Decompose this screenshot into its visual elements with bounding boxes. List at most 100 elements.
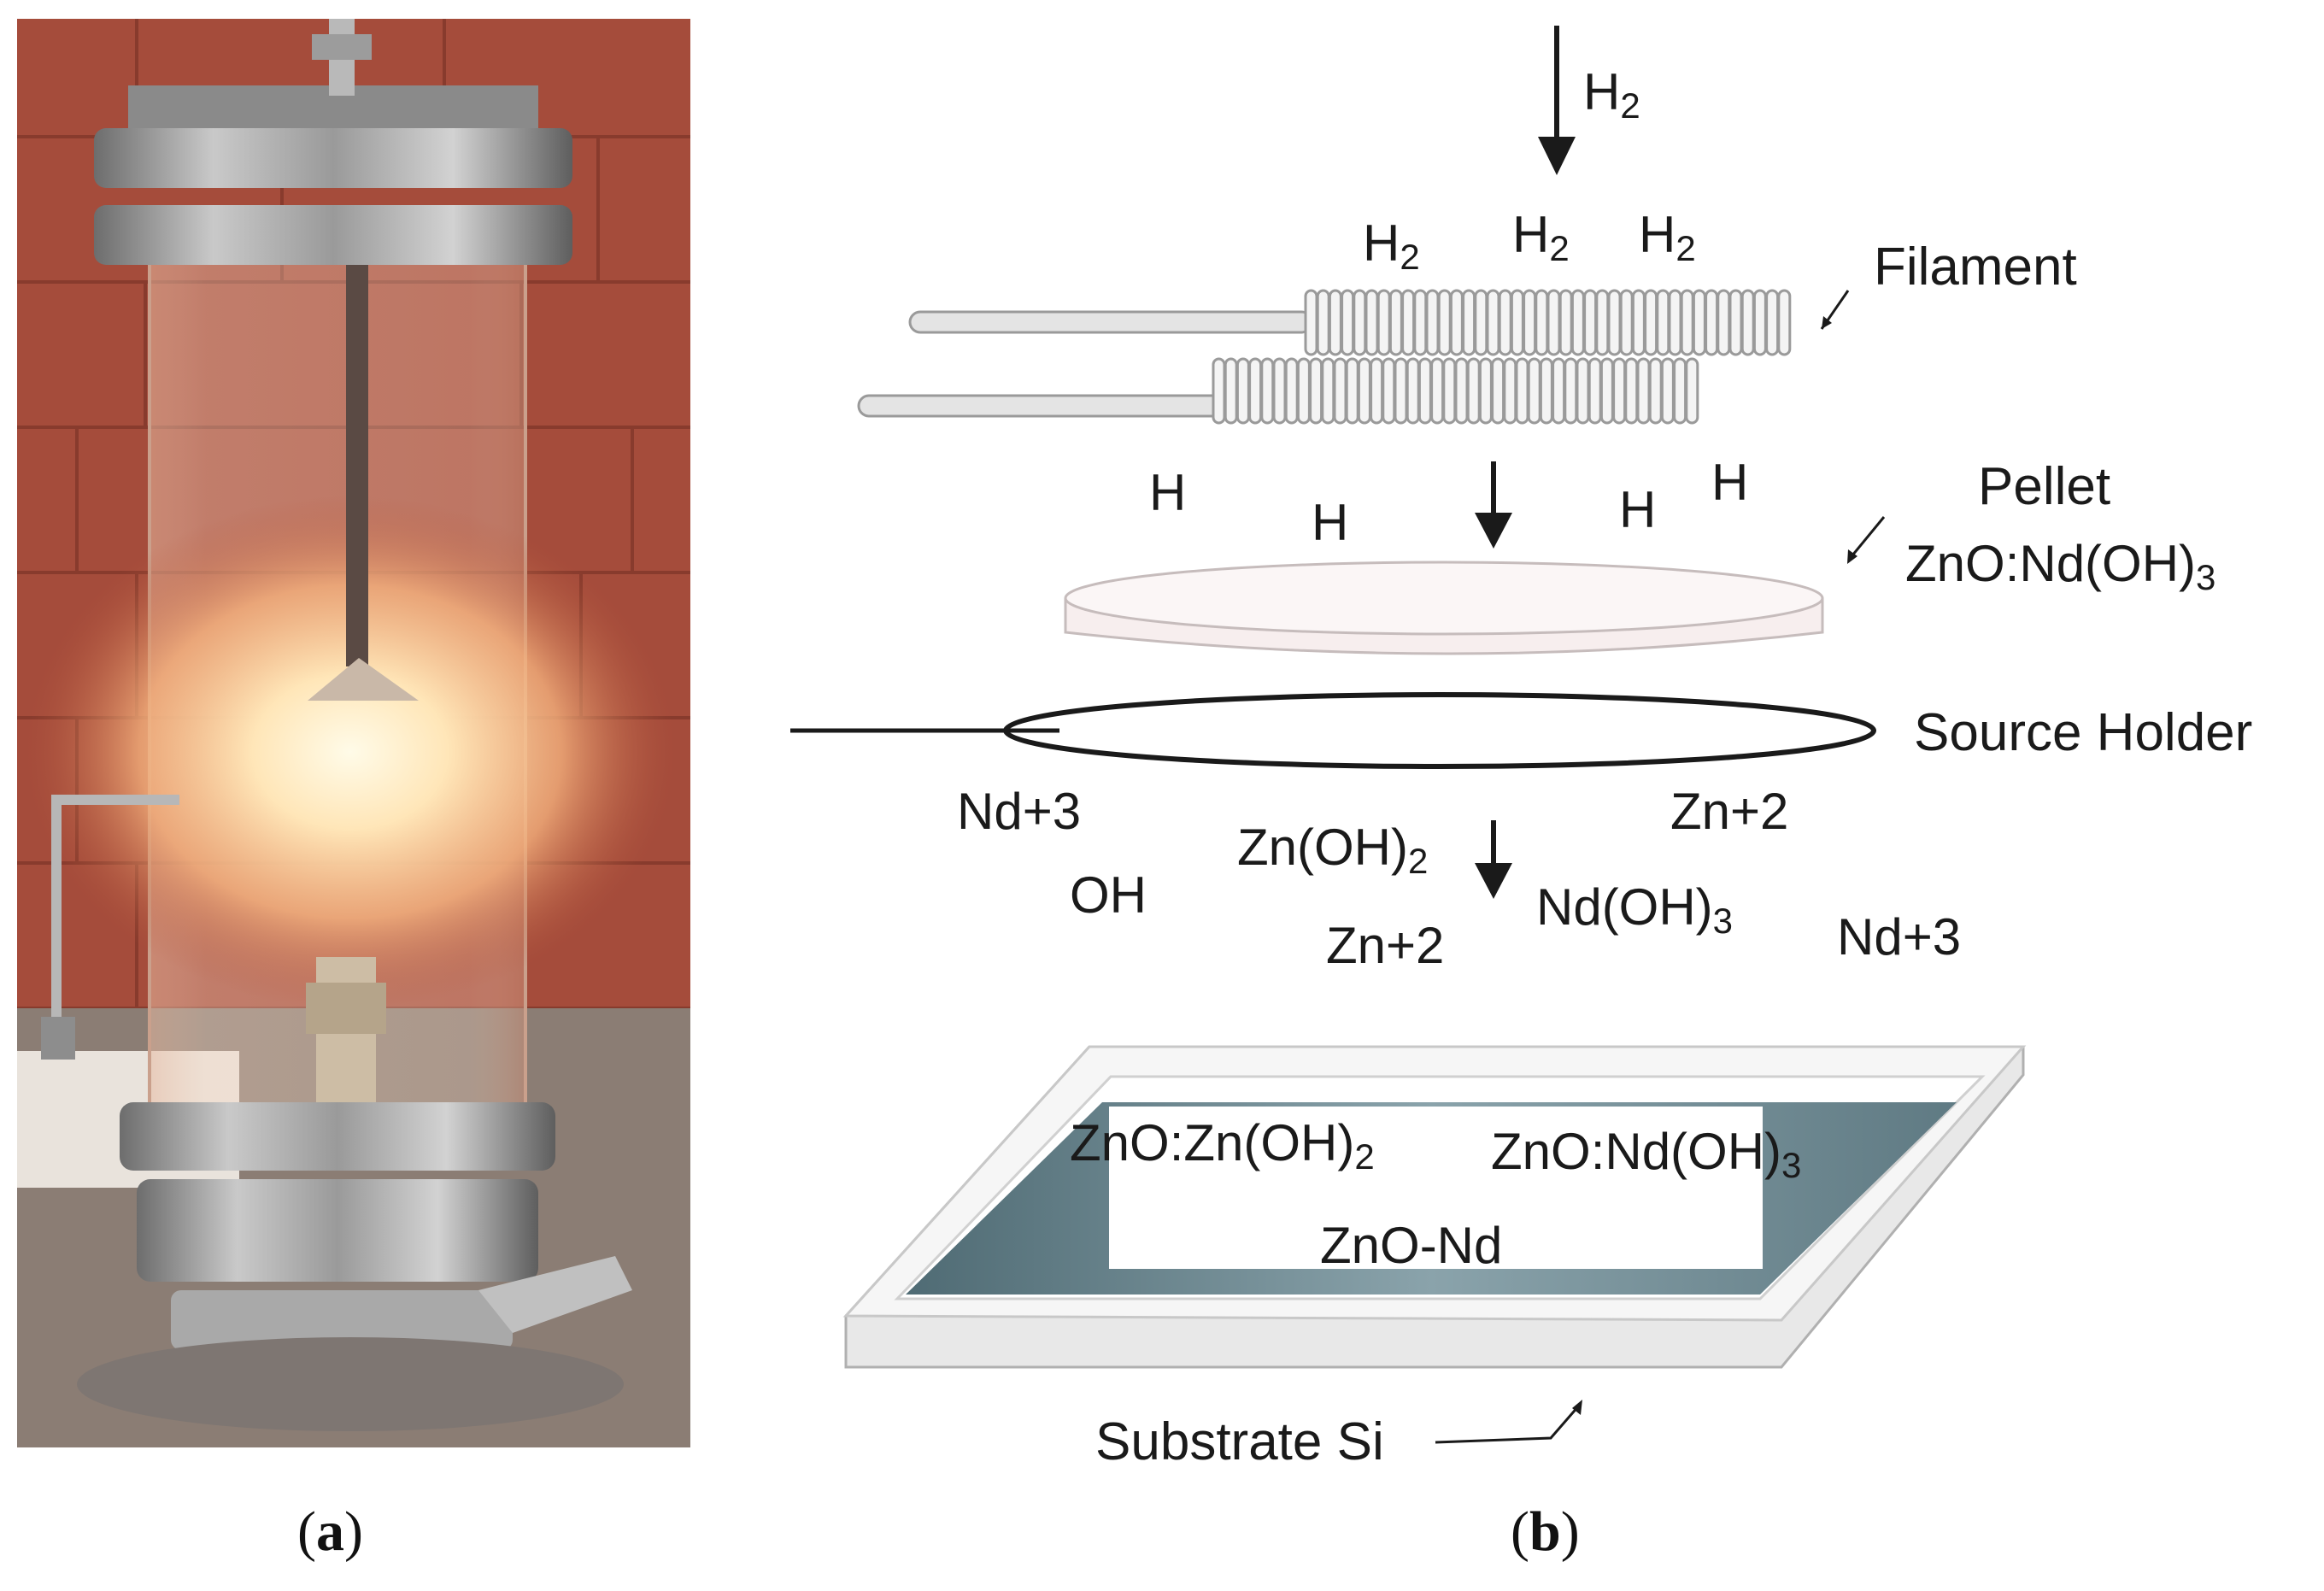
filament-coil bbox=[1673, 357, 1687, 425]
pellet-pointer bbox=[1851, 516, 1886, 556]
filament-coil bbox=[1272, 357, 1287, 425]
filament-coil bbox=[1401, 289, 1416, 356]
filament-coil bbox=[1636, 357, 1651, 425]
filament-coil bbox=[1437, 289, 1452, 356]
label-zn2-right: Zn+2 bbox=[1670, 783, 1788, 840]
panel-a-label: (a) bbox=[297, 1500, 363, 1565]
filament-coil bbox=[1364, 289, 1379, 356]
filament-coil bbox=[1486, 289, 1500, 356]
filament-coil bbox=[1224, 357, 1238, 425]
label-h2-c: H2 bbox=[1639, 206, 1696, 268]
label-substrate: Substrate Si bbox=[1095, 1412, 1384, 1471]
panel-a-close: ) bbox=[343, 1500, 363, 1563]
filament-coil bbox=[1284, 357, 1299, 425]
clamp-handle bbox=[478, 1256, 632, 1333]
filament-coil bbox=[1341, 289, 1355, 356]
filament-coil bbox=[1309, 357, 1323, 425]
filament-coil bbox=[1296, 357, 1311, 425]
label-pellet-formula: ZnO:Nd(OH)3 bbox=[1905, 535, 2215, 597]
filament-coil bbox=[1740, 289, 1755, 356]
filament bbox=[857, 289, 1792, 425]
panel-b-letter: b bbox=[1529, 1500, 1561, 1563]
filament-coil bbox=[1370, 357, 1384, 425]
filament-coil bbox=[1570, 289, 1585, 356]
filament-coil bbox=[1478, 357, 1493, 425]
filament-coil bbox=[1631, 289, 1646, 356]
filament-coil bbox=[1321, 357, 1335, 425]
filament-coil bbox=[1454, 357, 1469, 425]
panel-b-label: (b) bbox=[1511, 1500, 1580, 1565]
center-rod bbox=[346, 265, 368, 666]
panel-a-open: ( bbox=[297, 1500, 316, 1563]
label-source-holder: Source Holder bbox=[1914, 703, 2252, 762]
substrate-pointer-head bbox=[1572, 1400, 1582, 1415]
label-zn-oh2: Zn(OH)2 bbox=[1237, 819, 1428, 881]
filament-coil bbox=[1466, 357, 1481, 425]
filament-coil bbox=[1235, 357, 1250, 425]
source-holder-ring bbox=[1003, 692, 1876, 769]
side-gas-line bbox=[51, 803, 62, 1034]
filament-coil bbox=[1595, 289, 1610, 356]
filament-coil bbox=[1449, 289, 1464, 356]
filament-coil bbox=[1656, 289, 1670, 356]
filament-coil bbox=[1583, 289, 1598, 356]
filament-coil bbox=[1564, 357, 1578, 425]
filament-coil bbox=[1462, 289, 1476, 356]
side-gas-line-top bbox=[51, 795, 179, 805]
film-label-box bbox=[1109, 1107, 1763, 1269]
label-h-3: H bbox=[1619, 481, 1656, 538]
label-film-zno-nd: ZnO-Nd bbox=[1320, 1217, 1502, 1274]
panel-b-close: ) bbox=[1560, 1500, 1580, 1563]
pellet bbox=[1064, 561, 1824, 655]
filament-coil bbox=[1425, 289, 1440, 356]
filament-coil bbox=[1680, 289, 1694, 356]
filament-coil bbox=[1527, 357, 1541, 425]
filament-coil bbox=[1474, 289, 1488, 356]
filament-coil bbox=[1607, 289, 1622, 356]
filament-coil bbox=[1587, 357, 1602, 425]
species-arrowhead bbox=[1475, 863, 1512, 899]
label-h-1: H bbox=[1149, 464, 1186, 521]
filament-coil bbox=[1442, 357, 1457, 425]
filament-coil bbox=[1765, 289, 1780, 356]
filament-coil bbox=[1668, 289, 1682, 356]
label-zn2-center: Zn+2 bbox=[1326, 917, 1444, 974]
filament-coil bbox=[1558, 289, 1573, 356]
bottom-flange-2 bbox=[137, 1179, 538, 1282]
filament-coil bbox=[1388, 289, 1403, 356]
filament-coil bbox=[1260, 357, 1275, 425]
label-film-nd-oh3: ZnO:Nd(OH)3 bbox=[1491, 1123, 1801, 1185]
filament-coil bbox=[1413, 289, 1428, 356]
filament-coil bbox=[1752, 289, 1767, 356]
substrate-pointer bbox=[1435, 1405, 1581, 1444]
label-h2-a: H2 bbox=[1363, 214, 1420, 277]
kf-clamp bbox=[171, 1290, 513, 1350]
filament-coil bbox=[1644, 289, 1658, 356]
filament-coil bbox=[1406, 357, 1420, 425]
filament-coil bbox=[1535, 289, 1549, 356]
filament-coil bbox=[1612, 357, 1627, 425]
top-flange bbox=[94, 128, 572, 188]
source-cone bbox=[308, 658, 419, 701]
filament-coil bbox=[1316, 289, 1330, 356]
bottom-flange bbox=[120, 1102, 555, 1171]
filament-coil bbox=[1648, 357, 1663, 425]
filament-coil bbox=[1777, 289, 1792, 356]
filament-coil bbox=[1692, 289, 1706, 356]
filament-coil bbox=[1539, 357, 1553, 425]
label-filament: Filament bbox=[1874, 238, 2077, 296]
filament-coil bbox=[1576, 357, 1590, 425]
filament-coil bbox=[1660, 357, 1675, 425]
filament-coil bbox=[1248, 357, 1263, 425]
label-film-zn-oh2: ZnO:Zn(OH)2 bbox=[1070, 1114, 1375, 1177]
filament-coil bbox=[1515, 357, 1529, 425]
label-h-4: H bbox=[1711, 454, 1748, 511]
gas-valve bbox=[41, 1017, 75, 1060]
label-nd-oh3: Nd(OH)3 bbox=[1536, 878, 1733, 941]
filament-coil bbox=[1619, 289, 1634, 356]
pellet-pointer-head bbox=[1847, 549, 1857, 564]
label-h2-b: H2 bbox=[1512, 206, 1570, 268]
filament-coil bbox=[1546, 289, 1561, 356]
